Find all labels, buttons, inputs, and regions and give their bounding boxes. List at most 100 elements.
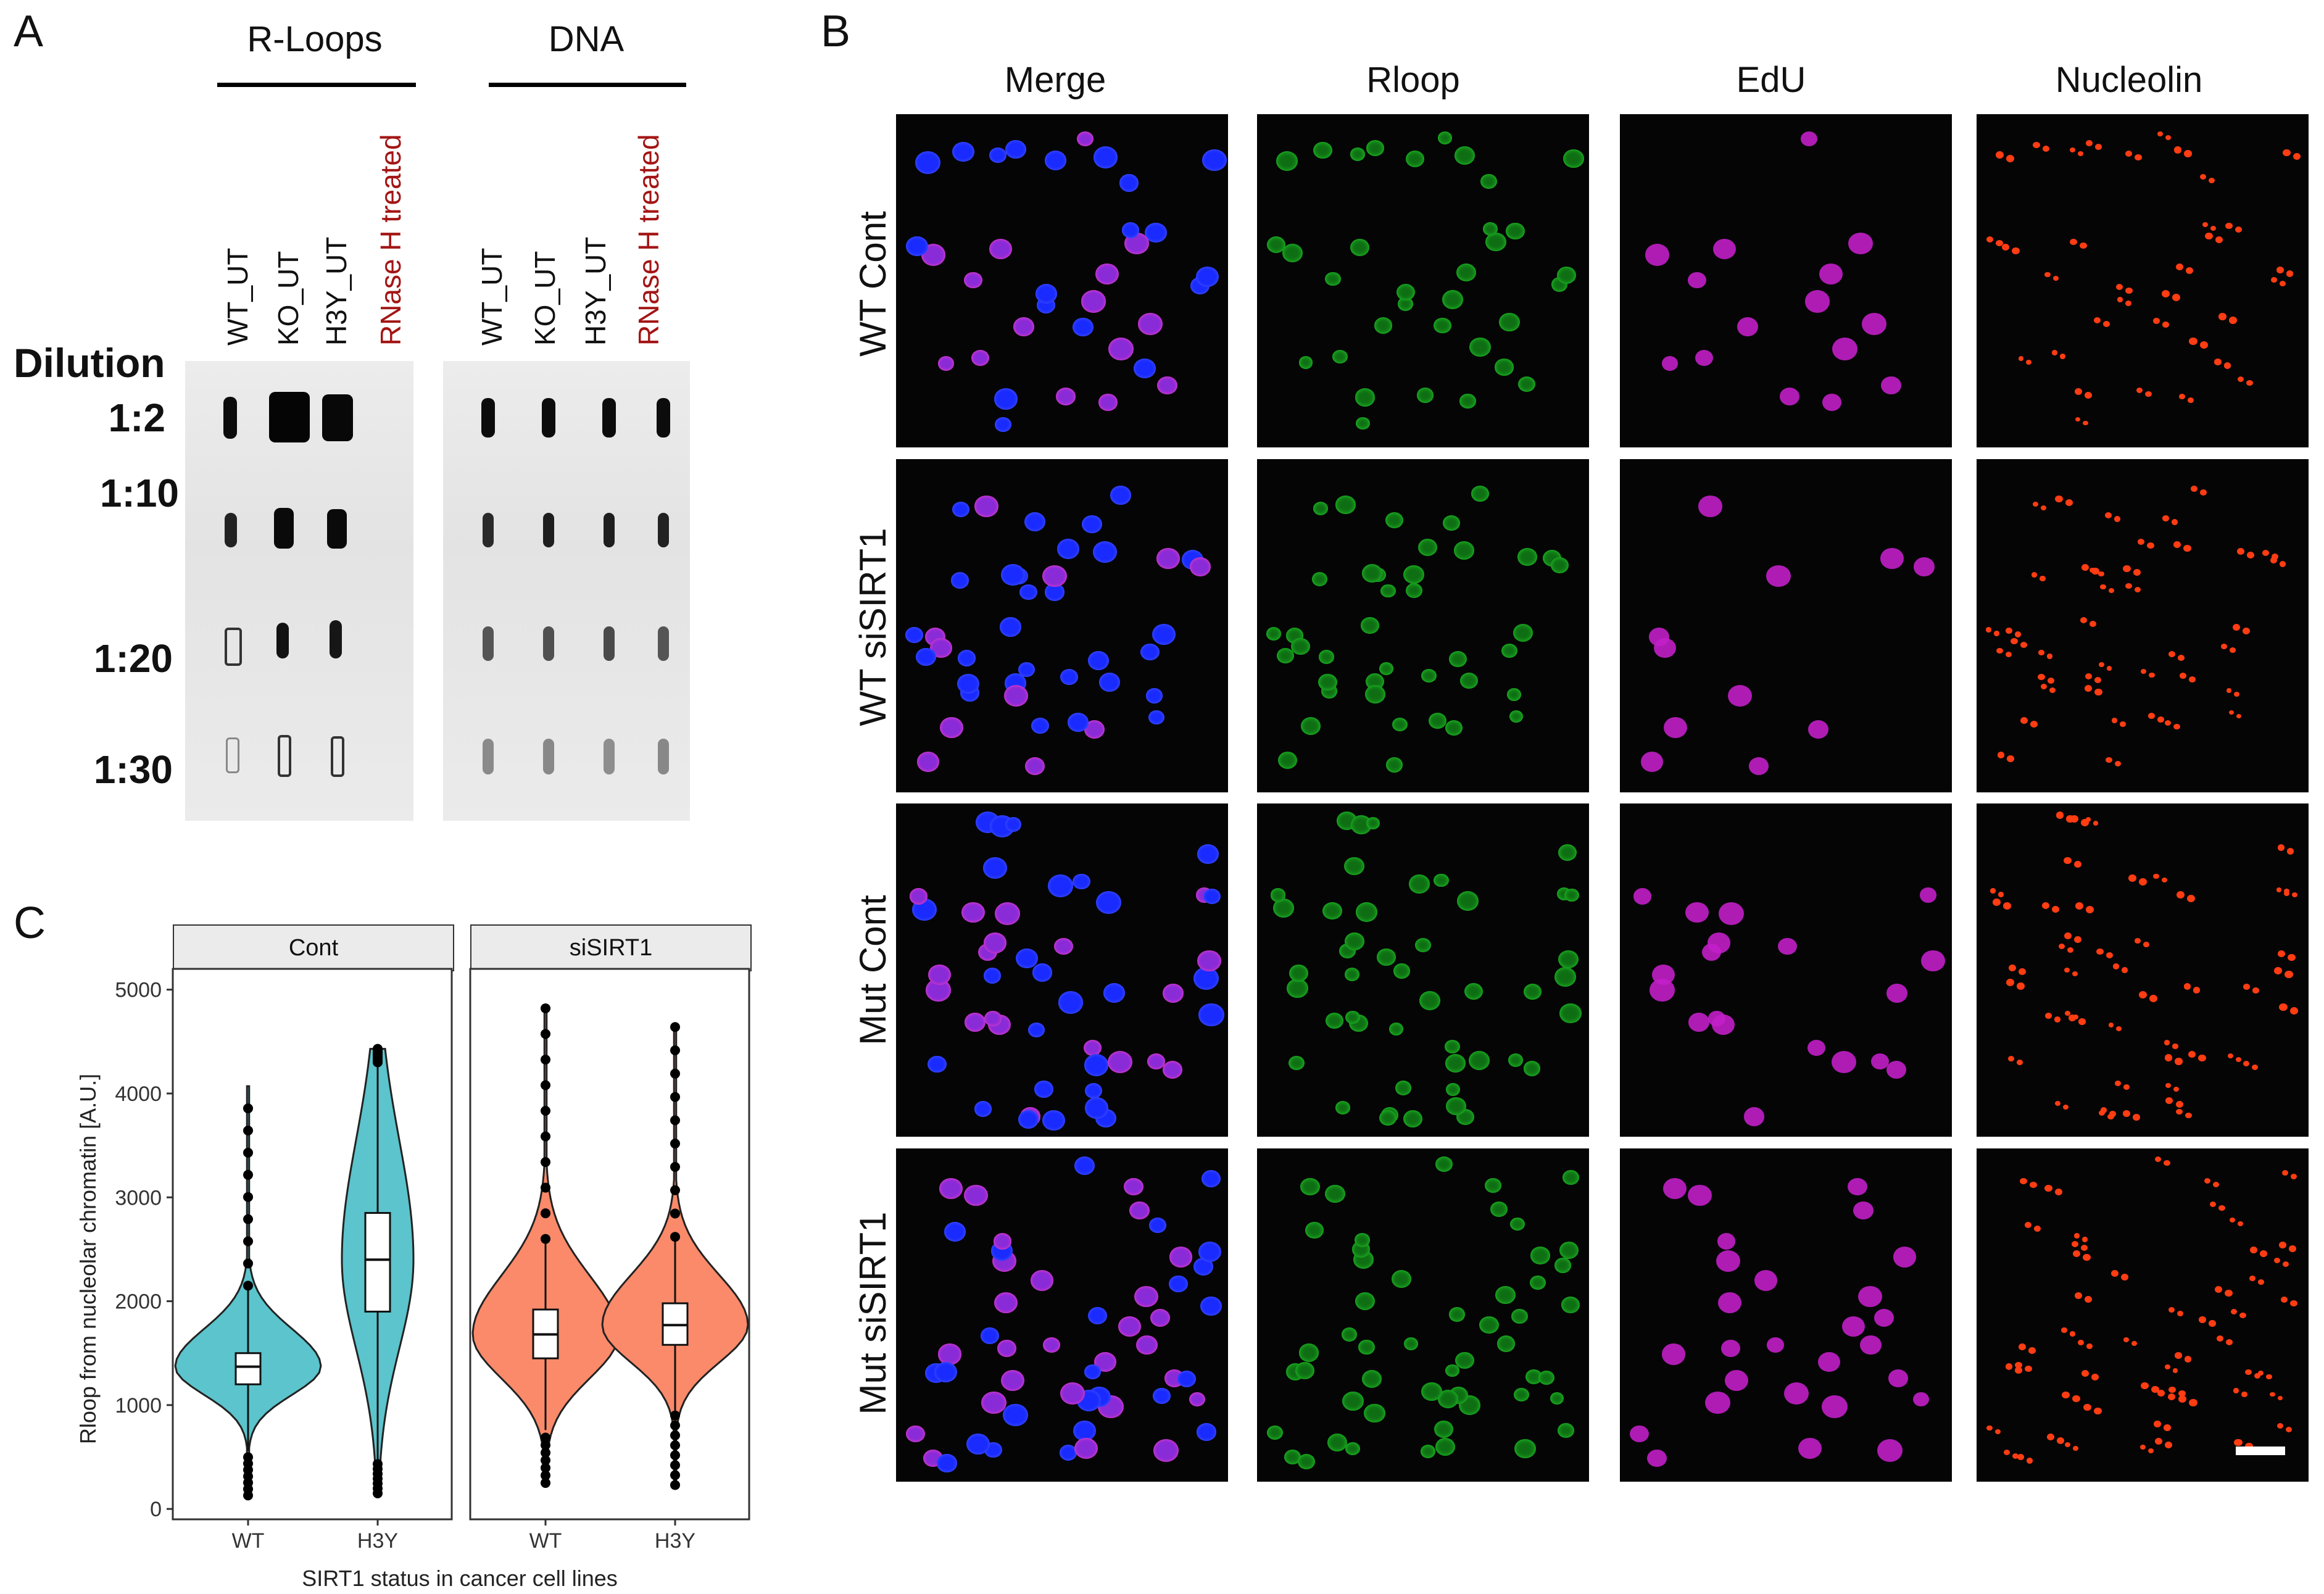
nucleus	[2151, 1385, 2159, 1393]
blot-band	[604, 626, 615, 661]
nucleus	[2069, 1331, 2076, 1337]
nucleus	[2283, 1261, 2289, 1268]
nucleus	[1081, 290, 1106, 313]
nucleus	[1913, 1392, 1930, 1407]
nucleus	[1530, 1247, 1550, 1264]
nucleus	[1456, 890, 1479, 911]
nucleus	[1986, 236, 1994, 243]
nucleus	[964, 1184, 988, 1206]
blot-band	[483, 626, 494, 661]
nucleus	[2018, 968, 2026, 975]
nucleus	[2028, 1347, 2036, 1355]
nucleus	[1449, 650, 1467, 667]
blot-band	[543, 513, 554, 547]
nucleus	[2198, 1054, 2207, 1062]
nucleus	[1842, 1316, 1865, 1337]
box-iqr	[234, 1352, 262, 1385]
nucleus	[1721, 1340, 1741, 1358]
nucleus	[1558, 950, 1579, 969]
nucleus	[2078, 1018, 2086, 1025]
blot-band	[226, 737, 239, 773]
nucleus	[2094, 677, 2102, 684]
nucleus	[2102, 321, 2110, 328]
nucleus	[2213, 1181, 2220, 1187]
outlier-point	[243, 1125, 253, 1135]
nucleus	[2214, 359, 2222, 365]
nucleus	[2154, 1156, 2162, 1163]
nucleus	[2011, 637, 2018, 645]
nucleus	[1282, 243, 1303, 263]
nucleus	[1698, 496, 1722, 517]
nucleus	[2168, 1306, 2175, 1313]
micrograph-tile	[1620, 114, 1952, 447]
nucleus	[1490, 1201, 1508, 1217]
panel-letter-b: B	[821, 7, 851, 56]
outlier-point	[670, 1092, 680, 1102]
nucleus	[1284, 1449, 1301, 1464]
nucleus	[2123, 565, 2131, 573]
nucleus	[2062, 1105, 2069, 1110]
nucleus	[1044, 151, 1067, 170]
nucleus	[994, 902, 1020, 926]
nucleus	[1084, 1364, 1101, 1379]
nucleus	[1325, 272, 1341, 286]
nucleus	[2133, 1114, 2140, 1121]
nucleus	[2056, 812, 2064, 819]
nucleus	[2018, 1343, 2026, 1351]
nucleus	[1517, 548, 1537, 566]
micrograph-tile	[1257, 1148, 1589, 1482]
nucleus	[2040, 684, 2047, 690]
nucleus	[2209, 1201, 2217, 1208]
nucleus	[2178, 654, 2185, 661]
nucleus	[1095, 890, 1122, 915]
nucleus	[983, 932, 1007, 954]
nucleus	[2138, 878, 2147, 886]
nucleus	[2186, 267, 2194, 275]
nucleus	[2183, 983, 2191, 990]
nucleus	[2019, 1177, 2028, 1185]
nucleus	[2015, 1361, 2022, 1369]
nucleus	[2284, 891, 2289, 897]
nucleus	[1197, 950, 1221, 972]
nucleus	[1107, 1050, 1132, 1073]
nucleus	[1921, 950, 1945, 972]
nucleus	[2283, 888, 2289, 894]
nucleus	[2260, 1250, 2267, 1257]
nucleus	[2234, 1438, 2243, 1447]
nucleus	[1198, 1003, 1225, 1027]
nucleus	[1098, 672, 1120, 692]
nucleus	[1801, 131, 1818, 147]
nucleus	[2104, 512, 2112, 519]
nucleus	[2177, 1310, 2183, 1316]
nucleus	[1662, 1177, 1687, 1199]
nucleus	[2157, 1389, 2165, 1397]
nucleus	[1562, 1170, 1579, 1185]
outlier-point	[670, 1045, 680, 1056]
nucleus	[1538, 1370, 1554, 1385]
nucleus	[2175, 1352, 2182, 1359]
nucleus	[1654, 637, 1676, 658]
nucleus	[1395, 1081, 1412, 1095]
nucleus	[2114, 761, 2121, 767]
nucleus	[1266, 236, 1286, 254]
outlier-point	[541, 1470, 550, 1480]
nucleus	[1092, 541, 1117, 563]
nucleus	[2114, 516, 2121, 523]
blot-band	[274, 508, 294, 549]
nucleus	[1724, 1369, 1748, 1392]
nucleus	[2291, 1174, 2297, 1179]
nucleus	[2276, 887, 2282, 893]
nucleus	[1717, 1233, 1735, 1250]
outlier-point	[243, 1452, 253, 1463]
blot-band	[225, 628, 242, 666]
outlier-point	[670, 1232, 680, 1242]
nucleus	[1705, 1391, 1731, 1414]
x-tick-label: H3Y	[357, 1529, 398, 1553]
nucleus	[1289, 965, 1309, 982]
nucleus	[1510, 1217, 1525, 1231]
nucleus	[1818, 1352, 1840, 1372]
nucleus	[2044, 1184, 2052, 1192]
nucleus	[1559, 1003, 1582, 1023]
nucleus	[2004, 1449, 2011, 1455]
nucleus	[1506, 687, 1521, 701]
